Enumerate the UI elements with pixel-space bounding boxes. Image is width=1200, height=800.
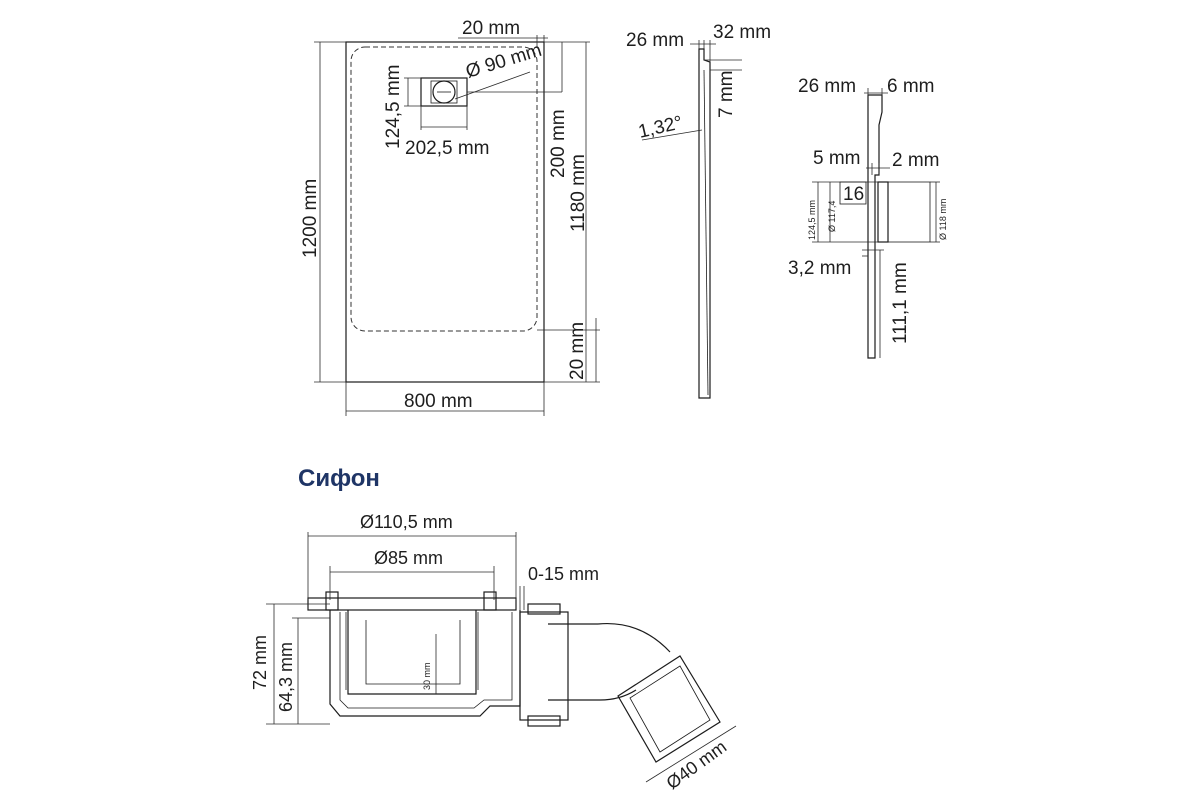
plan-drain-diameter-label: Ø 90 mm [463, 40, 544, 83]
section-lip-label: 6 mm [887, 76, 935, 97]
siphon-body-height-label: 64,3 mm [276, 642, 296, 712]
section-offset-label: 3,2 mm [788, 258, 851, 279]
siphon-total-height-label: 72 mm [250, 635, 270, 690]
plan-edge-top-label: 20 mm [462, 18, 520, 39]
plan-drain-offset-label: 200 mm [548, 109, 569, 178]
profile-right-thickness-label: 32 mm [713, 22, 771, 43]
section-lower-label: 111,1 mm [890, 262, 911, 344]
siphon-outer-diameter-label: Ø110,5 mm [360, 512, 453, 532]
plan-drain-x-label: 202,5 mm [405, 138, 489, 159]
tray-outline [345, 41, 545, 383]
siphon-outlet-label: Ø40 mm [663, 736, 731, 793]
plan-width-label: 800 mm [404, 391, 473, 412]
plan-drain-y-label: 124,5 mm [383, 65, 404, 149]
siphon-adjust-label: 0-15 mm [528, 564, 599, 584]
section-thickness-label: 26 mm [798, 76, 856, 97]
siphon-inner-diameter-label: Ø85 mm [374, 548, 443, 568]
tray-inner-dashed [350, 46, 538, 332]
plan-view: 20 mm Ø 90 mm 124,5 mm 202,5 mm 1200 mm … [300, 18, 600, 416]
profile-step-label: 7 mm [716, 71, 737, 119]
section-hole-117-label: Ø 117,4 [827, 201, 837, 232]
plan-inner-height-label: 1180 mm [568, 154, 589, 232]
section-label-16: 16 [843, 184, 864, 205]
plan-edge-bottom-label: 20 mm [567, 322, 588, 380]
section-hole-118-label: Ø 118 mm [938, 199, 948, 240]
drain-symbol [420, 77, 468, 107]
cross-section-view: 26 mm 6 mm 5 mm 2 mm 16 124,5 mm Ø 117,4… [788, 76, 948, 359]
section-gap-right-label: 2 mm [892, 150, 940, 171]
plan-height-label: 1200 mm [300, 179, 321, 258]
siphon-cup-height-label: 30 mm [422, 662, 432, 690]
section-title: Сифон [298, 465, 380, 492]
profile-left-thickness-label: 26 mm [626, 30, 684, 51]
section-gap-left-label: 5 mm [813, 148, 861, 169]
section-hole-124-label: 124,5 mm [807, 200, 817, 240]
profile-slope-label: 1,32° [636, 112, 684, 142]
siphon-drawing: Ø110,5 mm Ø85 mm 0-15 mm 72 mm 64,3 mm 3… [250, 512, 737, 793]
side-profile-view: 26 mm 32 mm 7 mm 1,32° [626, 22, 771, 399]
